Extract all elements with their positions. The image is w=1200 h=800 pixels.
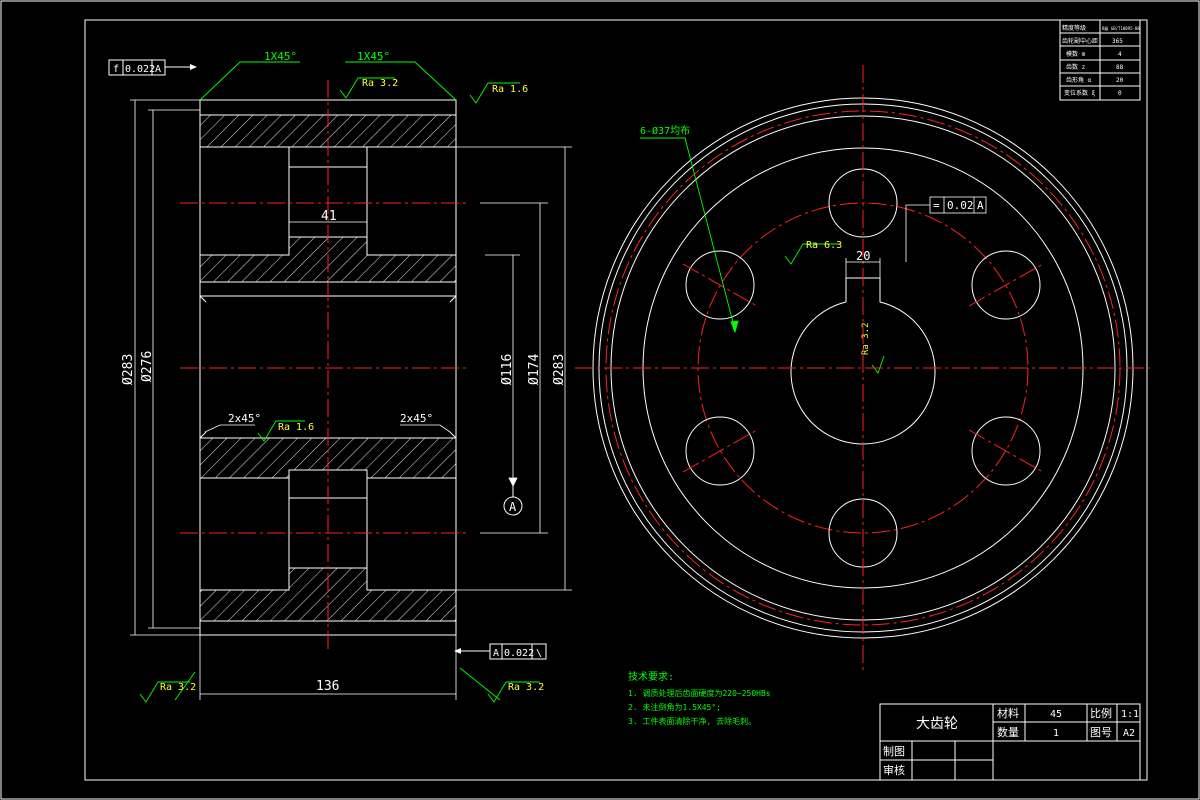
chamfer-top-right: 1X45° — [357, 50, 390, 63]
title-checked-label: 审核 — [883, 763, 905, 777]
param-label-1: 齿轮副中心距 — [1062, 37, 1098, 45]
param-value-2: 4 — [1118, 51, 1122, 58]
tech-note-1: 1. 调质处理后齿面硬度为220~250HBs — [628, 688, 771, 698]
pocket-upper-right — [366, 146, 457, 256]
hole-upper-left — [685, 250, 755, 320]
datum-a-label: A — [509, 500, 517, 514]
holes-leader — [640, 137, 739, 334]
title-qty-label: 数量 — [997, 726, 1019, 739]
param-table: 精度等级 8级 GB/T10095-88 齿轮副中心距 365 模数 m 4 齿… — [1059, 19, 1141, 101]
hole-upper-right — [971, 250, 1041, 320]
hole-lower-left — [685, 416, 755, 486]
pocket-lower-right — [366, 477, 457, 591]
roughness-bore: Ra 3.2 — [861, 322, 871, 355]
dim-phi-283-left: Ø283 — [121, 354, 136, 385]
param-label-3: 齿数 z — [1066, 63, 1086, 71]
tol-bottom-datum: \ — [536, 648, 542, 659]
param-value-4: 20 — [1116, 77, 1124, 84]
tol-top-value: 0.022 — [125, 64, 155, 75]
tolerance-frame-bottom: A 0.022 \ — [454, 643, 547, 660]
title-drawing-no-label: 图号 — [1090, 726, 1112, 739]
roughness-symbols — [139, 77, 885, 703]
chamfer-leaders — [199, 61, 457, 101]
param-label-0: 精度等级 — [1062, 24, 1086, 32]
datum-a-marker — [503, 486, 523, 516]
param-value-1: 365 — [1112, 38, 1123, 45]
roughness-top-center: Ra 3.2 — [362, 78, 398, 89]
dim-key-20: 20 — [856, 249, 870, 263]
title-scale-label: 比例 — [1090, 706, 1112, 720]
tol-keyway-value: 0.02 — [947, 199, 974, 212]
chamfer-top-left: 1X45° — [264, 50, 297, 63]
hole-lower-right — [971, 416, 1041, 486]
front-centerlines — [575, 65, 1150, 670]
title-part-name: 大齿轮 — [916, 716, 958, 732]
param-label-2: 模数 m — [1066, 50, 1086, 58]
roughness-top-right: Ra 1.6 — [492, 84, 528, 95]
roughness-bottom-right: Ra 3.2 — [508, 682, 544, 693]
dim-phi-116: Ø116 — [500, 354, 515, 385]
title-drawn-label: 制图 — [883, 745, 905, 758]
dim-width-136: 136 — [316, 679, 339, 694]
title-qty-value: 1 — [1053, 728, 1059, 739]
chamfer-inner-right: 2x45° — [400, 412, 433, 425]
param-value-5: 0 — [1118, 90, 1122, 97]
keyway-dimension — [845, 196, 987, 278]
tol-top-datum: A — [155, 64, 161, 75]
title-material-label: 材料 — [997, 706, 1019, 720]
holes-callout: 6-Ø37均布 — [640, 125, 690, 137]
tol-top-symbol: f — [113, 64, 119, 75]
dim-hub-41: 41 — [321, 209, 337, 224]
section-dimensions — [130, 99, 572, 700]
param-value-3: 88 — [1116, 64, 1124, 71]
param-label-4: 齿形角 α — [1066, 76, 1092, 84]
param-value-0: 8级 GB/T10095-88 — [1102, 25, 1140, 31]
tolerance-frame-top: f 0.022 A — [108, 59, 197, 76]
dim-phi-276: Ø276 — [140, 351, 155, 382]
tol-bottom-value: 0.022 — [504, 648, 534, 659]
pocket-lower-left — [199, 477, 290, 591]
title-block — [879, 703, 1141, 781]
drawing-frame — [84, 19, 1148, 781]
section-centerlines — [180, 80, 470, 650]
dim-phi-174: Ø174 — [527, 354, 542, 385]
chamfer-inner-leaders — [204, 424, 451, 433]
roughness-inner-left: Ra 1.6 — [278, 422, 314, 433]
param-label-5: 变位系数 ξ — [1064, 89, 1096, 97]
title-drawing-no-value: A2 — [1123, 728, 1135, 739]
chamfer-inner-left: 2x45° — [228, 412, 261, 425]
tech-note-2: 2. 未注倒角为1.5X45°; — [628, 702, 721, 712]
bore-with-keyway — [790, 277, 936, 445]
tech-note-3: 3. 工件表面清除干净, 去除毛刺。 — [628, 716, 756, 726]
pocket-upper-left — [199, 146, 290, 256]
tol-keyway-datum: A — [977, 199, 984, 212]
tol-keyway-symbol: = — [933, 199, 940, 212]
dim-phi-283-right: Ø283 — [552, 354, 567, 385]
title-material-value: 45 — [1050, 709, 1062, 720]
tol-bottom-symbol: A — [493, 648, 499, 659]
title-scale-value: 1:1 — [1121, 709, 1139, 720]
roughness-keyway: Ra 6.3 — [806, 240, 842, 251]
roughness-bottom-left: Ra 3.2 — [160, 682, 196, 693]
tech-notes-title: 技术要求: — [628, 670, 674, 683]
